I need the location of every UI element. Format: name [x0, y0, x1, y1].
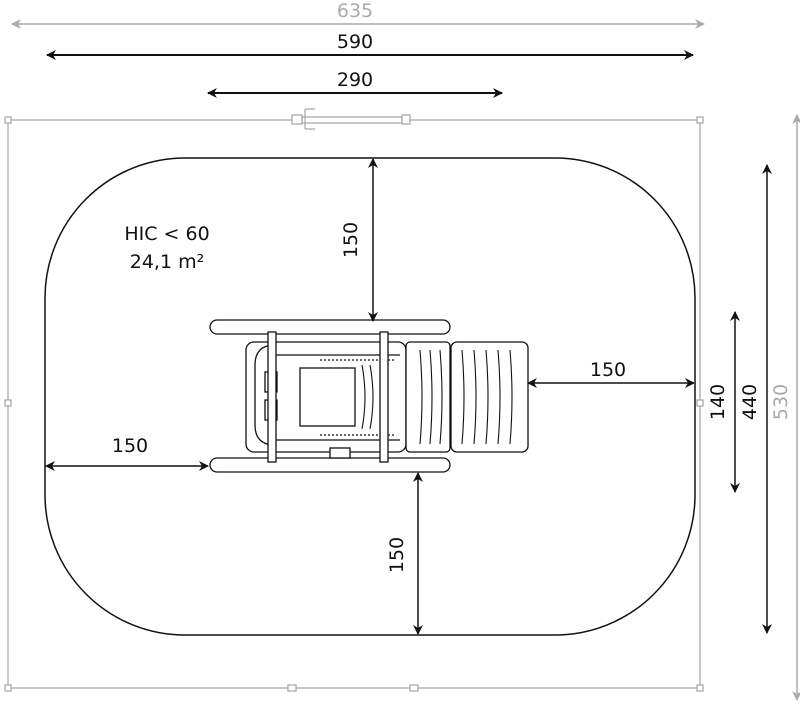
dimension-label-530: 530	[770, 384, 792, 420]
dimension-label-left-clearance: 150	[112, 435, 148, 457]
dimension-label-590: 590	[337, 31, 373, 53]
dimension-label-290: 290	[337, 69, 373, 91]
dimension-label-top-clearance: 150	[340, 222, 362, 258]
dimension-label-140: 140	[707, 384, 729, 420]
area-label: 24,1 m²	[130, 251, 204, 273]
play-equipment	[209, 319, 529, 473]
hic-label: HIC < 60	[124, 223, 209, 245]
dimension-label-bottom-clearance: 150	[386, 537, 408, 573]
fence-outline	[4, 108, 704, 692]
dimension-label-635: 635	[337, 0, 373, 22]
dimension-label-right-clearance: 150	[590, 359, 626, 381]
dimension-label-440: 440	[739, 384, 761, 420]
